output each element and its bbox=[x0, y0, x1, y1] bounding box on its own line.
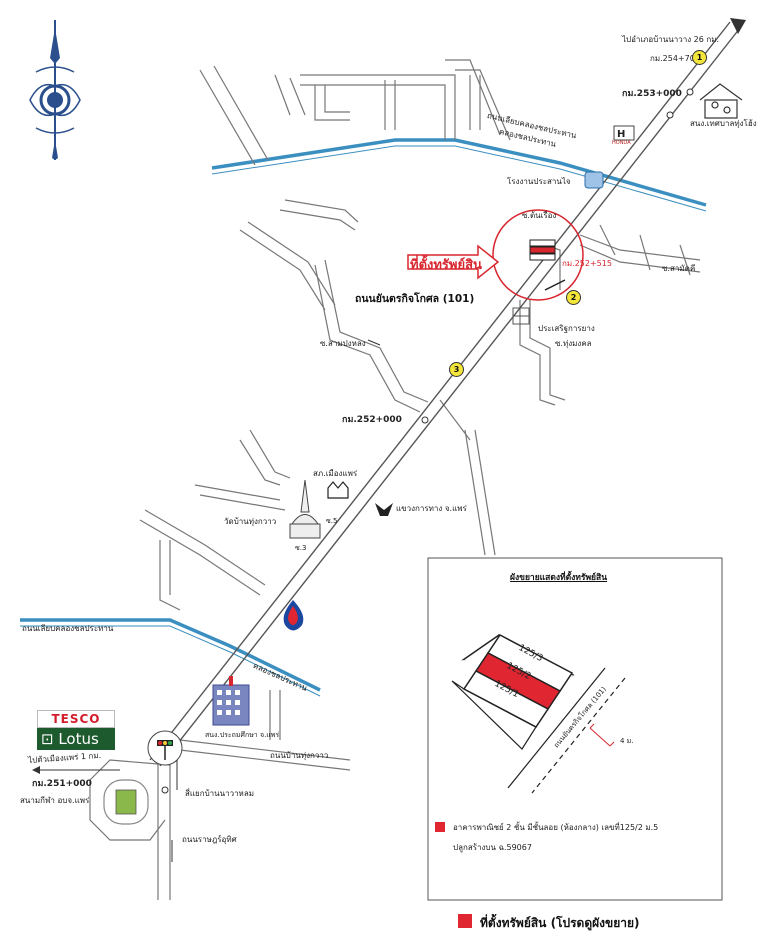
temple-icon bbox=[289, 479, 321, 539]
lower-canal-road-label: ถนนเลียบคลองชลประทาน bbox=[22, 624, 114, 633]
tesco-logo-top: TESCO bbox=[37, 710, 115, 728]
inset-desc-line1: อาคารพาณิชย์ 2 ชั้น มีชั้นลอย (ห้องกลาง)… bbox=[453, 823, 659, 832]
soi-5-label: ซ.5 bbox=[326, 517, 338, 525]
intersection-label: สี่แยกบ้านนาวาหลม bbox=[185, 789, 255, 798]
km-252-label: กม.252+000 bbox=[342, 415, 402, 425]
soi-tonhong-label: ซ.ต้นเรือง bbox=[522, 211, 557, 220]
lower-canal bbox=[20, 618, 321, 697]
inset-road bbox=[507, 667, 626, 794]
factory-label: โรงงานประสานไจ bbox=[507, 177, 571, 186]
marker-3: 3 bbox=[449, 362, 464, 377]
north-compass-icon bbox=[29, 20, 81, 160]
tesco-lotus-logo: TESCO ⊡ Lotus bbox=[37, 710, 115, 752]
km-254-label: กม.254+700 bbox=[650, 54, 700, 63]
legend-swatch bbox=[435, 822, 445, 832]
target-area-circle bbox=[492, 209, 584, 301]
svg-text:H: H bbox=[617, 129, 625, 140]
sk-mueang-label: สภ.เมืองแพร่ bbox=[313, 469, 358, 478]
soi-tungmongkol-label: ซ.ทุ่งมงคล bbox=[555, 339, 592, 348]
stadium-icon bbox=[103, 779, 149, 825]
prasert-label: ประเสริฐการยาง bbox=[538, 324, 595, 333]
footer-swatch bbox=[458, 914, 472, 928]
honda-label: HONDA bbox=[612, 140, 631, 146]
ptt-station-icon bbox=[283, 600, 304, 631]
soi-3-label: ซ.3 bbox=[295, 544, 307, 552]
inset-lots bbox=[451, 634, 574, 750]
main-road-label: ถนนยันตรกิจโกศล (101) bbox=[355, 293, 475, 305]
factory-icon bbox=[584, 171, 604, 189]
municipality-icon bbox=[699, 83, 743, 119]
label-pointers bbox=[171, 339, 381, 862]
footer-note: ที่ตั้งทรัพย์สิน (โปรดดูผังขยาย) bbox=[480, 916, 640, 930]
main-highway bbox=[149, 18, 746, 767]
police-station-icon bbox=[327, 481, 349, 499]
km-marker-dots bbox=[161, 88, 694, 794]
inset-title: ผังขยายแสดงที่ตั้งทรัพย์สิน bbox=[510, 573, 608, 583]
tesco-logo-bottom: ⊡ Lotus bbox=[37, 728, 115, 750]
lotus-text: Lotus bbox=[58, 730, 99, 748]
road-raj-label: ถนนราษฎร์อุทิศ bbox=[182, 835, 237, 844]
marker-1: 1 bbox=[692, 50, 707, 65]
highway-office-icon bbox=[375, 503, 393, 516]
to-city-arrow bbox=[32, 766, 120, 774]
target-label: ที่ตั้งทรัพย์สิน bbox=[410, 258, 482, 273]
municipality-label: สนง.เทศบาลทุ่งโฮ้ง bbox=[690, 119, 757, 128]
prasert-building-icon bbox=[512, 307, 530, 325]
target-building-icon bbox=[529, 239, 566, 291]
km-253-label: กม.253+000 bbox=[622, 89, 682, 99]
stadium-label: สนามกีฬา อบจ.แพร่ bbox=[20, 796, 90, 805]
wat-label: วัดบ้านทุ่งกวาว bbox=[224, 517, 277, 526]
soi-right-label: ซ.สามัคคี bbox=[662, 264, 696, 273]
inset-desc-line2: ปลูกสร้างบน ฉ.59067 bbox=[453, 843, 532, 852]
road-banthungkwao-label: ถนนบ้านทุ่งกวาว bbox=[270, 751, 329, 760]
minor-roads bbox=[89, 59, 701, 900]
honda-icon: H bbox=[613, 125, 635, 141]
education-office-label: สนง.ประถมศึกษา จ.แพร่ bbox=[205, 731, 280, 739]
km-252-515-label: กม.252+515 bbox=[562, 259, 612, 268]
highway-office-label: แขวงการทาง จ.แพร่ bbox=[396, 504, 467, 513]
inset-distance: 4 ม. bbox=[620, 737, 634, 745]
km-251-label: กม.251+000 bbox=[32, 779, 92, 789]
marker-2: 2 bbox=[566, 290, 581, 305]
inset-plan bbox=[427, 557, 723, 901]
target-arrow-icon bbox=[407, 244, 500, 280]
traffic-light-icon bbox=[147, 730, 183, 766]
soi-sanpong-label: ซ.สามปงหลง bbox=[320, 339, 366, 348]
education-office-icon bbox=[212, 676, 250, 726]
upper-right-note: ไปอำเภอบ้านนาวาง 26 กม. bbox=[622, 35, 720, 44]
